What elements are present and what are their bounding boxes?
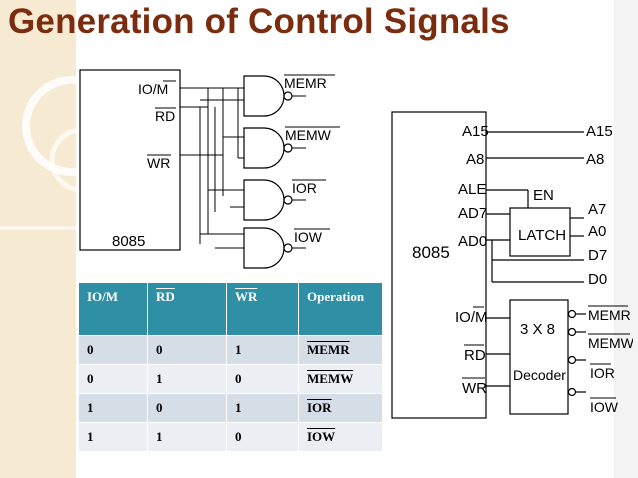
output-memr: MEMR xyxy=(284,75,327,91)
pin-wr: WR xyxy=(462,380,487,397)
latch-out-d0: D0 xyxy=(588,271,607,288)
table-row: 1 0 1 IOR xyxy=(78,393,383,423)
decoder-out-memr: MEMR xyxy=(588,307,631,323)
nand-gate-memw xyxy=(243,127,285,169)
cell-operation: MEMR xyxy=(298,335,383,365)
cell-operation: IOW xyxy=(298,422,383,452)
pin-iom: IO/M xyxy=(455,309,488,326)
pin-a15: A15 xyxy=(462,123,489,140)
right-circuit-diagram: 8085 A15 A8 ALE AD7 AD0 IO/M RD WR LATCH… xyxy=(391,111,633,419)
pin-ale: ALE xyxy=(458,181,486,198)
header-rd: RD xyxy=(147,282,227,336)
cell-rd: 1 xyxy=(147,364,227,394)
left-pin-rd: RD xyxy=(155,108,175,124)
cell-iom: 1 xyxy=(78,393,148,423)
cell-rd: 0 xyxy=(147,393,227,423)
pin-a8: A8 xyxy=(466,151,484,168)
table-row: 0 0 1 MEMR xyxy=(78,335,383,365)
table-row: 0 1 0 MEMW xyxy=(78,364,383,394)
decoder-block xyxy=(509,299,569,415)
header-operation: Operation xyxy=(298,282,383,336)
header-wr: WR xyxy=(226,282,299,336)
left-wiring xyxy=(180,87,256,249)
cell-iom: 0 xyxy=(78,364,148,394)
left-accent-strip xyxy=(0,0,76,478)
left-circuit-diagram: IO/M RD WR 8085 xyxy=(79,69,340,269)
cell-operation: IOR xyxy=(298,393,383,423)
right-accent-strip xyxy=(614,0,638,478)
decoder-out-ior: IOR xyxy=(590,365,615,381)
truth-table: IO/M RD WR Operation 0 0 1 MEMR 0 1 0 ME… xyxy=(78,282,383,452)
left-chip-label: 8085 xyxy=(112,233,145,250)
latch-block xyxy=(509,207,571,257)
nand-gate-ior xyxy=(243,179,285,221)
table-row: 1 1 0 IOW xyxy=(78,422,383,452)
decoder-out-iow: IOW xyxy=(590,399,619,415)
latch-enable-label: EN xyxy=(533,187,554,204)
nand-gate-memr xyxy=(243,75,285,117)
cell-iom: 1 xyxy=(78,422,148,452)
output-ior: IOR xyxy=(292,180,317,196)
cell-iom: 0 xyxy=(78,335,148,365)
latch-out-a0: A0 xyxy=(588,223,606,240)
nand-gates xyxy=(243,75,293,269)
decoder-outputs xyxy=(567,309,586,397)
decoder-label-size: 3 X 8 xyxy=(520,321,555,338)
latch-out-a7: A7 xyxy=(588,201,606,218)
latch-label: LATCH xyxy=(518,227,566,244)
pin-ad7: AD7 xyxy=(458,205,487,222)
output-iow: IOW xyxy=(294,229,323,245)
decoder-label-name: Decoder xyxy=(513,367,566,383)
slide-title: Generation of Control Signals xyxy=(8,2,510,41)
cell-wr: 0 xyxy=(226,364,299,394)
pin-ad0: AD0 xyxy=(458,233,487,250)
output-memw: MEMW xyxy=(285,127,332,143)
addr-out-a8: A8 xyxy=(586,151,604,168)
cell-wr: 0 xyxy=(226,422,299,452)
pin-rd: RD xyxy=(464,347,486,364)
cell-rd: 0 xyxy=(147,335,227,365)
right-wiring xyxy=(486,131,584,387)
cell-wr: 1 xyxy=(226,393,299,423)
addr-out-a15: A15 xyxy=(586,123,613,140)
cell-rd: 1 xyxy=(147,422,227,452)
left-pin-iom: IO/M xyxy=(138,81,168,97)
truth-table-header: IO/M RD WR Operation xyxy=(78,282,383,336)
right-chip-label: 8085 xyxy=(412,243,450,262)
decoder-out-memw: MEMW xyxy=(588,335,633,351)
left-cpu-chip xyxy=(79,69,181,251)
left-pin-wr: WR xyxy=(147,155,170,171)
cell-operation: MEMW xyxy=(298,364,383,394)
nand-gate-iow xyxy=(243,227,285,269)
latch-out-d7: D7 xyxy=(588,247,607,264)
header-iom: IO/M xyxy=(78,282,148,336)
right-cpu-chip xyxy=(391,111,487,419)
gate-outputs xyxy=(292,95,306,249)
cell-wr: 1 xyxy=(226,335,299,365)
